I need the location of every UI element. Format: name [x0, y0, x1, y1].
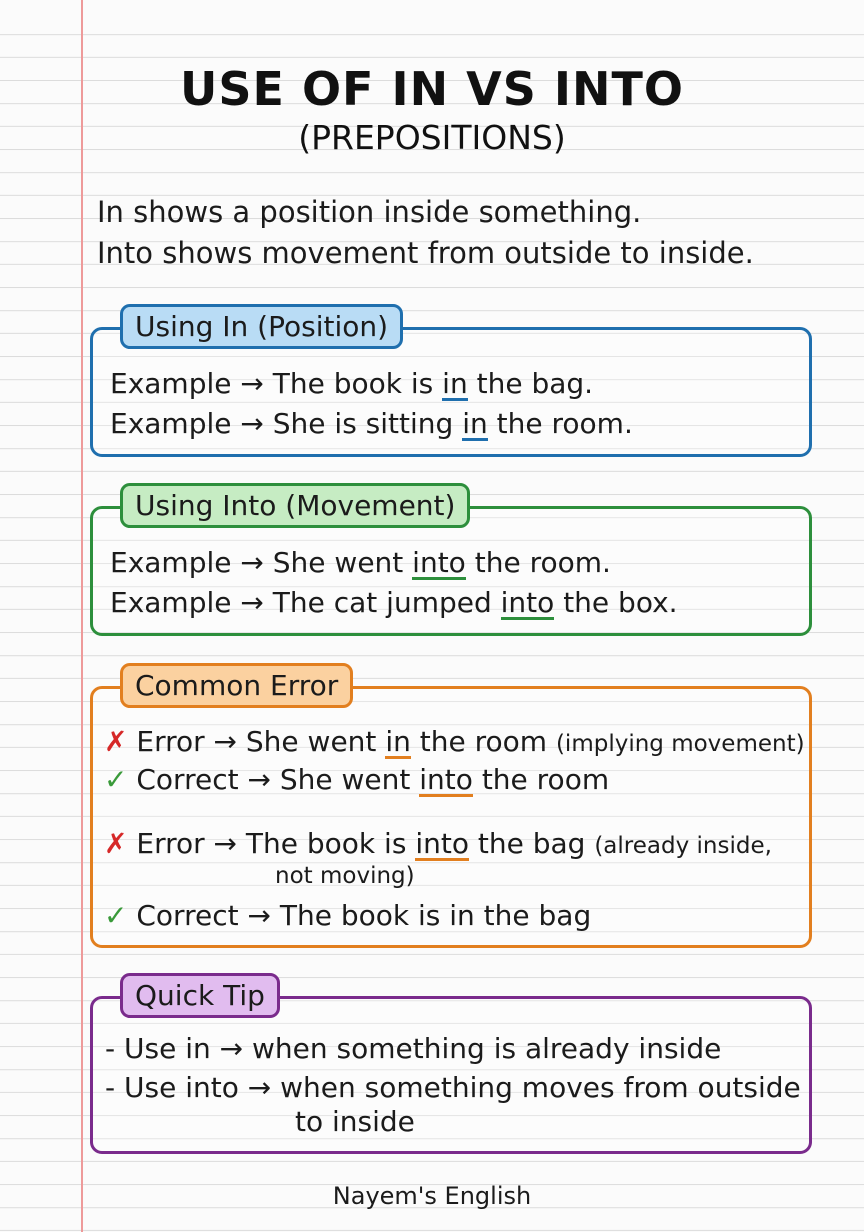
- example-label: Example: [110, 367, 232, 400]
- tip-word: Use in: [124, 1032, 211, 1065]
- example-text-before: The cat jumped: [272, 586, 492, 619]
- error-line-2: ✗ Error → The book is into the bag (alre…: [104, 827, 772, 862]
- error-text-after: the bag: [477, 827, 586, 860]
- tip-word: Use into: [124, 1071, 239, 1104]
- quick-tip-box: Quick Tip - Use in → when something is a…: [90, 973, 812, 1154]
- correct-label: Correct: [136, 763, 239, 796]
- error-label: Error: [136, 827, 205, 860]
- intro-text: In shows a position inside something. In…: [97, 192, 754, 274]
- correct-text: The book is in the bag: [279, 899, 592, 932]
- using-into-box: Using Into (Movement) Example → She went…: [90, 483, 812, 636]
- tip-text: when something moves from outside: [280, 1071, 801, 1104]
- error-text-before: She went: [245, 725, 377, 758]
- example-text-after: the box.: [563, 586, 678, 619]
- example-text-before: She went: [272, 546, 404, 579]
- quick-tip-heading: Quick Tip: [120, 973, 280, 1018]
- keyword-in: in: [385, 725, 411, 760]
- example-text-before: She is sitting: [272, 407, 454, 440]
- error-label: Error: [136, 725, 205, 758]
- arrow-icon: →: [213, 827, 237, 860]
- footer-credit: Nayem's English: [332, 1182, 532, 1210]
- arrow-icon: →: [240, 407, 264, 440]
- using-into-heading: Using Into (Movement): [120, 483, 471, 528]
- example-label: Example: [110, 407, 232, 440]
- correct-label: Correct: [136, 899, 239, 932]
- using-in-heading: Using In (Position): [120, 304, 404, 349]
- keyword-into: into: [500, 586, 555, 621]
- correct-line-2: ✓ Correct → The book is in the bag: [104, 899, 591, 932]
- tip-line-2-continuation: to inside: [295, 1105, 415, 1138]
- error-note-continuation: not moving): [275, 863, 415, 889]
- check-mark-icon: ✓: [104, 899, 128, 932]
- example-text-after: the bag.: [476, 367, 594, 400]
- tip-text: when something is already inside: [252, 1032, 722, 1065]
- tip-dash: -: [105, 1032, 116, 1065]
- keyword-into: into: [412, 546, 466, 581]
- cross-mark-icon: ✗: [104, 725, 128, 758]
- keyword-into: into: [419, 763, 473, 798]
- keyword-in: in: [442, 367, 468, 402]
- example-label: Example: [110, 586, 232, 619]
- page-subtitle: (PREPOSITIONS): [298, 118, 566, 157]
- notebook-margin-line: [81, 0, 83, 1232]
- error-note: (implying movement): [555, 731, 805, 757]
- error-text-before: The book is: [245, 827, 407, 860]
- using-in-box: Using In (Position) Example → The book i…: [90, 304, 812, 457]
- arrow-icon: →: [247, 1071, 272, 1104]
- correct-text-before: She went: [279, 763, 411, 796]
- error-text-after: the room: [419, 725, 548, 758]
- example-text-before: The book is: [272, 367, 434, 400]
- correct-text-after: the room: [481, 763, 610, 796]
- example-text-after: the room.: [496, 407, 633, 440]
- example-label: Example: [110, 546, 232, 579]
- tip-dash: -: [105, 1071, 116, 1104]
- using-in-example-2: Example → She is sitting in the room.: [110, 407, 633, 442]
- arrow-icon: →: [240, 586, 264, 619]
- check-mark-icon: ✓: [104, 763, 128, 796]
- arrow-icon: →: [247, 763, 271, 796]
- keyword-into: into: [415, 827, 469, 862]
- correct-line-1: ✓ Correct → She went into the room: [104, 763, 610, 798]
- arrow-icon: →: [219, 1032, 244, 1065]
- arrow-icon: →: [247, 899, 271, 932]
- arrow-icon: →: [240, 546, 264, 579]
- cross-mark-icon: ✗: [104, 827, 128, 860]
- using-into-example-1: Example → She went into the room.: [110, 546, 611, 581]
- using-in-example-1: Example → The book is in the bag.: [110, 367, 594, 402]
- common-error-box: Common Error ✗ Error → She went in the r…: [90, 663, 812, 948]
- intro-line-in: In shows a position inside something.: [97, 195, 642, 229]
- using-into-example-2: Example → The cat jumped into the box.: [110, 586, 678, 621]
- page-title: USE OF IN VS INTO: [180, 62, 684, 116]
- keyword-in: in: [462, 407, 488, 442]
- arrow-icon: →: [240, 367, 264, 400]
- tip-line-2: - Use into → when something moves from o…: [105, 1071, 801, 1104]
- tip-line-1: - Use in → when something is already ins…: [105, 1032, 721, 1065]
- error-line-1: ✗ Error → She went in the room (implying…: [104, 725, 805, 760]
- common-error-heading: Common Error: [120, 663, 354, 708]
- intro-line-into: Into shows movement from outside to insi…: [97, 236, 754, 270]
- error-note: (already inside,: [594, 833, 772, 859]
- arrow-icon: →: [213, 725, 237, 758]
- example-text-after: the room.: [474, 546, 611, 579]
